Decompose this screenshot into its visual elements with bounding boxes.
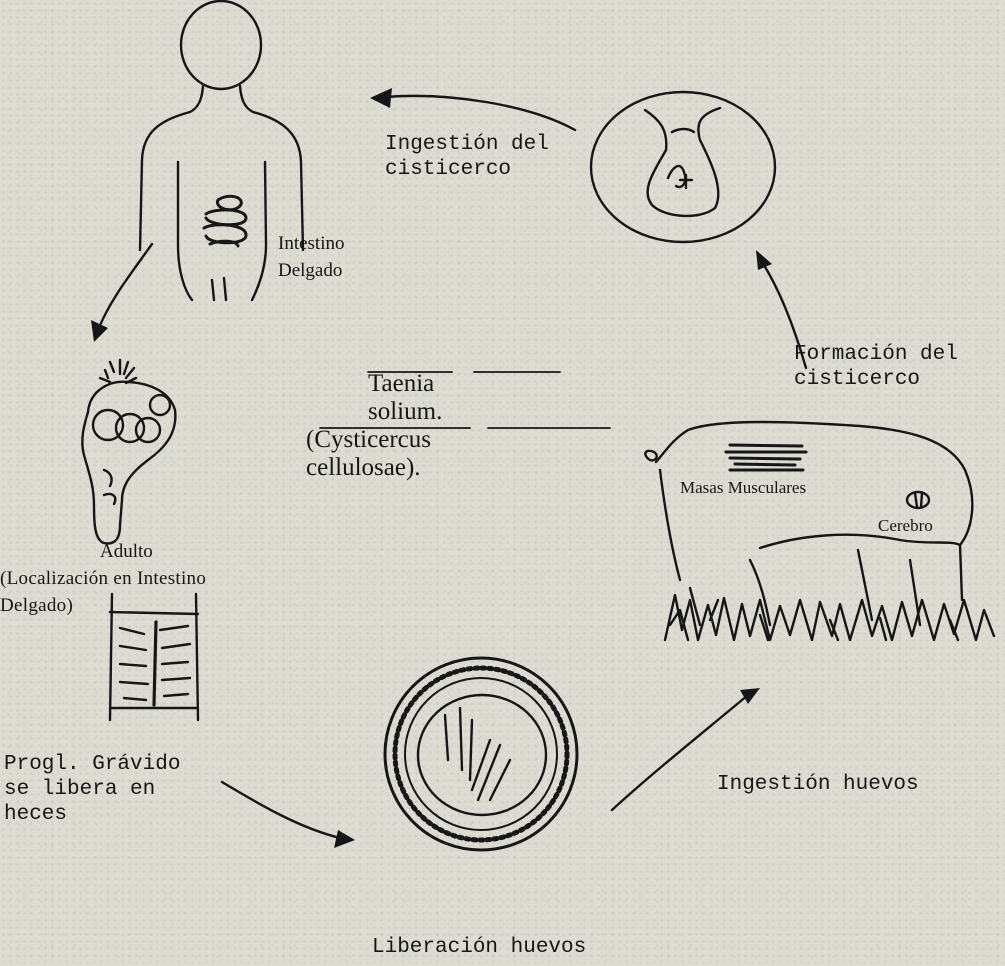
label-ingestion-huevos: Ingestión huevos xyxy=(717,772,919,797)
arrow-to-egg xyxy=(222,782,340,838)
arrow-to-adult xyxy=(98,244,152,330)
label-cerebro: Cerebro xyxy=(878,512,933,539)
egg-icon xyxy=(385,658,577,850)
label-localizacion: (Localización en Intestino Delgado) xyxy=(0,565,206,619)
title-cysticercus-cellulosae: (Cysticercus cellulosae). xyxy=(306,398,431,482)
label-progl-gravido: Progl. Grávido se libera en heces xyxy=(4,752,180,827)
intestine-icon xyxy=(204,196,246,246)
title-genus: Taenia xyxy=(368,370,434,397)
pig-icon xyxy=(645,422,994,640)
title-cellulosae: cellulosae xyxy=(306,454,406,481)
label-formacion-cisticerco: Formación del cisticerco xyxy=(794,342,958,392)
arrow-to-human xyxy=(385,96,575,130)
tapeworm-scolex-icon xyxy=(82,360,175,543)
label-intestino-delgado: Intestino Delgado xyxy=(278,230,345,284)
title-cysticercus: Cysticercus xyxy=(314,426,431,453)
title-paren-close: ). xyxy=(406,454,421,481)
label-adulto: Adulto xyxy=(100,538,153,565)
label-ingestion-cisticerco: Ingestión del cisticerco xyxy=(385,132,549,182)
cysticercus-icon xyxy=(591,92,775,242)
label-masas-musculares: Masas Musculares xyxy=(680,474,806,501)
label-liberacion-huevos: Liberación huevos xyxy=(372,935,586,960)
